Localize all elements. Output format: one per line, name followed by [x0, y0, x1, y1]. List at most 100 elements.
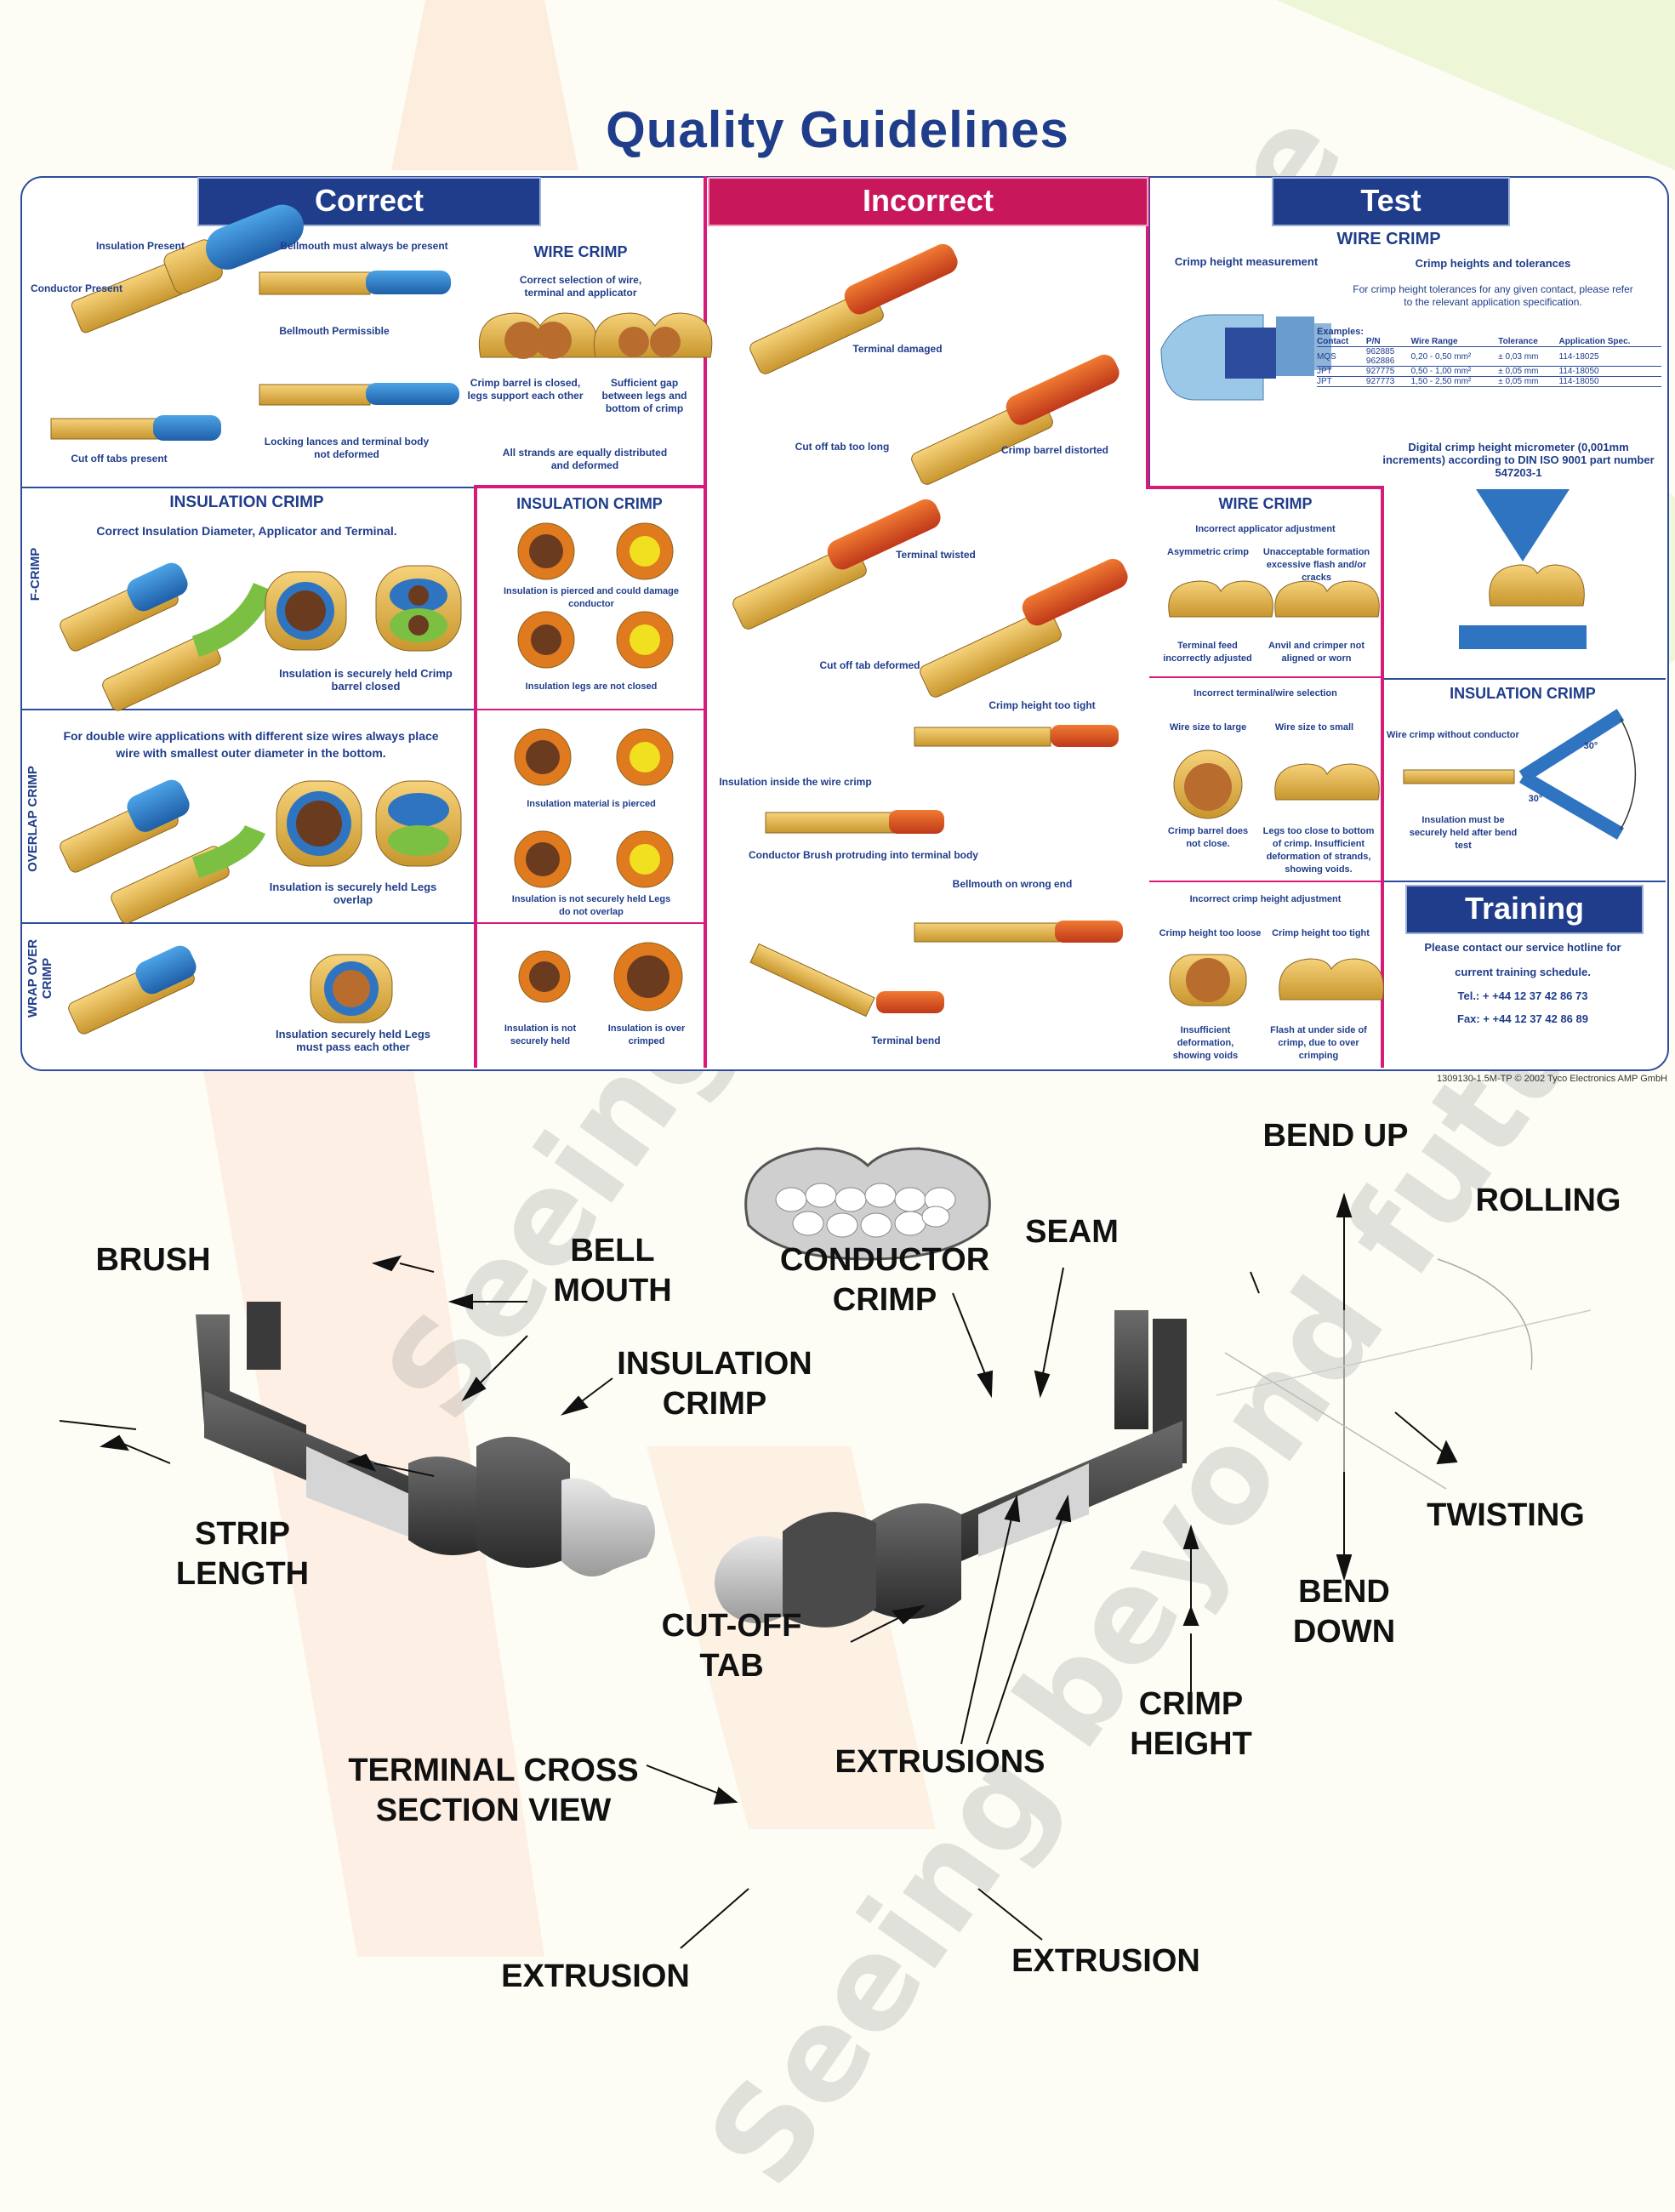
table-cell: ± 0,03 mm — [1498, 346, 1559, 367]
label-locking-lances: Locking lances and terminal body not def… — [264, 436, 430, 460]
incorrect-ins-legs-not-closed: Insulation legs are not closed — [525, 681, 658, 692]
label-rolling: ROLLING — [1475, 1183, 1621, 1218]
incorrect-terminal-damaged: Terminal damaged — [852, 343, 943, 355]
incorrect-wire-anvil: Anvil and crimper not aligned or worn — [1268, 641, 1365, 664]
label-insulation-crimp: INSULATION CRIMP — [617, 1346, 812, 1422]
pink-border — [474, 485, 707, 488]
correct-insulation-subtitle: Correct Insulation Diameter, Applicator … — [96, 524, 397, 538]
label-conductor-present: Conductor Present — [30, 282, 122, 294]
divider — [1148, 176, 1150, 487]
test-heights-title: Crimp heights and tolerances — [1415, 257, 1571, 270]
wrap-caption: Insulation securely held Legs must pass … — [275, 1028, 431, 1053]
incorrect-wire-title: WIRE CRIMP — [1218, 495, 1313, 512]
table-cell: JPT — [1317, 366, 1366, 377]
label-conductor-crimp: CONDUCTOR CRIMP — [779, 1242, 990, 1318]
incorrect-wire-selection: Incorrect terminal/wire selection — [1194, 688, 1337, 698]
test-wire-crimp-title: WIRE CRIMP — [1336, 230, 1441, 248]
test-heights-note: For crimp height tolerances for any give… — [1353, 283, 1633, 308]
divider — [1382, 678, 1666, 680]
label-bend-down: BEND DOWN — [1292, 1574, 1396, 1650]
label-strip-length: STRIP LENGTH — [175, 1516, 310, 1592]
pink-border — [474, 485, 477, 1068]
label-insulation-present: Insulation Present — [95, 240, 185, 252]
test-without-conductor: Wire crimp without conductor — [1387, 730, 1519, 740]
label-seam: SEAM — [1025, 1214, 1119, 1250]
header-incorrect: Incorrect — [708, 177, 1148, 226]
incorrect-wire-loose: Crimp height too loose — [1159, 928, 1262, 938]
incorrect-wire-flash-under: Flash at under side of crimp, due to ove… — [1270, 1025, 1367, 1061]
table-cell: 114-18050 — [1558, 376, 1661, 387]
copyright-note: 1309130-1.5M-TP © 2002 Tyco Electronics … — [1436, 1074, 1667, 1084]
divider — [20, 709, 476, 710]
label-extrusions: EXTRUSIONS — [835, 1744, 1045, 1780]
incorrect-barrel-distorted: Crimp barrel distorted — [1000, 444, 1109, 456]
table-cell: 114-18050 — [1558, 366, 1661, 377]
test-angle-upper: 30° — [1583, 741, 1598, 751]
pink-border — [1146, 486, 1384, 489]
overlap-caption: Insulation is securely held Legs overlap — [269, 881, 437, 906]
pink-border — [474, 709, 705, 710]
correct-wire-crimp-title: WIRE CRIMP — [533, 243, 628, 260]
test-bend-test: Insulation must be securely held after b… — [1409, 815, 1518, 851]
pink-border — [1381, 486, 1384, 1068]
table-cell: 927775 — [1365, 366, 1411, 377]
label-extrusion-right: EXTRUSION — [1011, 1943, 1200, 1979]
table-cell: MQS — [1317, 346, 1366, 367]
poster-title: Quality Guidelines — [606, 101, 1069, 158]
table-cell: 114-18025 — [1558, 346, 1661, 367]
label-bellmouth-permissible: Bellmouth Permissible — [279, 325, 390, 337]
label-extrusion-left: EXTRUSION — [501, 1958, 690, 1994]
incorrect-wire-large: Wire size to large — [1169, 722, 1247, 733]
incorrect-wire-flash: Unacceptable formation excessive flash a… — [1262, 547, 1370, 583]
correct-insulation-caption: Insulation is securely held Crimp barrel… — [279, 667, 453, 693]
incorrect-bellmouth-wrong: Bellmouth on wrong end — [952, 878, 1073, 890]
label-bend-up: BEND UP — [1262, 1118, 1409, 1154]
table-cell: ± 0,05 mm — [1498, 366, 1559, 377]
table-cell: 0,20 - 0,50 mm² — [1410, 346, 1499, 367]
correct-insulation-title: INSULATION CRIMP — [169, 493, 324, 511]
label-terminal-cross-section: TERMINAL CROSS SECTION VIEW — [348, 1753, 639, 1828]
divider — [1382, 881, 1666, 882]
crimp-illustrations — [50, 204, 1637, 1035]
terminal-anatomy-diagram — [59, 1147, 1592, 1949]
pink-border — [1146, 176, 1149, 489]
test-measurement: Crimp height measurement — [1174, 255, 1319, 268]
pink-border — [1149, 676, 1382, 678]
overlap-text: For double wire applications with differ… — [63, 729, 439, 760]
incorrect-wire-height-adj: Incorrect crimp height adjustment — [1189, 894, 1342, 904]
side-label-overlap: OVERLAP CRIMP — [26, 766, 40, 872]
training-line1: Please contact our service hotline for — [1424, 941, 1621, 954]
incorrect-wire-asym: Asymmetric crimp — [1167, 547, 1249, 557]
incorrect-ins-material-pierced: Insulation material is pierced — [527, 799, 656, 809]
table-cell: JPT — [1317, 376, 1366, 387]
incorrect-ins-over-crimped: Insulation is over crimped — [607, 1023, 686, 1046]
incorrect-terminal-bend: Terminal bend — [871, 1035, 941, 1046]
incorrect-wire-small: Wire size to small — [1274, 722, 1354, 733]
incorrect-wire-not-close: Crimp barrel does not close. — [1167, 826, 1249, 849]
label-bellmouth-must: Bellmouth must always be present — [280, 240, 448, 252]
test-insulation-title: INSULATION CRIMP — [1450, 685, 1596, 702]
test-angle-lower: 30° — [1528, 794, 1543, 804]
table-cell: 927773 — [1365, 376, 1411, 387]
incorrect-wire-insufficient: Insufficient deformation, showing voids — [1172, 1025, 1239, 1061]
incorrect-ins-not-overlap: Insulation is not securely held Legs do … — [511, 894, 671, 917]
incorrect-insulation-title: INSULATION CRIMP — [516, 495, 663, 512]
test-micrometer: Digital crimp height micrometer (0,001mm… — [1382, 441, 1655, 479]
divider — [20, 922, 476, 924]
label-brush: BRUSH — [95, 1242, 211, 1278]
header-training: Training — [1405, 885, 1644, 934]
label-twisting: TWISTING — [1427, 1497, 1585, 1533]
incorrect-wire-legs-close: Legs too close to bottom of crimp. Insuf… — [1262, 826, 1375, 875]
training-tel: Tel.: + +44 12 37 42 86 73 — [1457, 989, 1588, 1002]
table-header-cell: Application Spec. — [1558, 337, 1661, 347]
header-test: Test — [1272, 177, 1510, 226]
table-cell: 1,50 - 2,50 mm² — [1410, 376, 1499, 387]
training-line2: current training schedule. — [1455, 966, 1591, 978]
table-header-cell: Contact — [1317, 337, 1366, 347]
incorrect-wire-subtitle: Incorrect applicator adjustment — [1195, 524, 1336, 534]
